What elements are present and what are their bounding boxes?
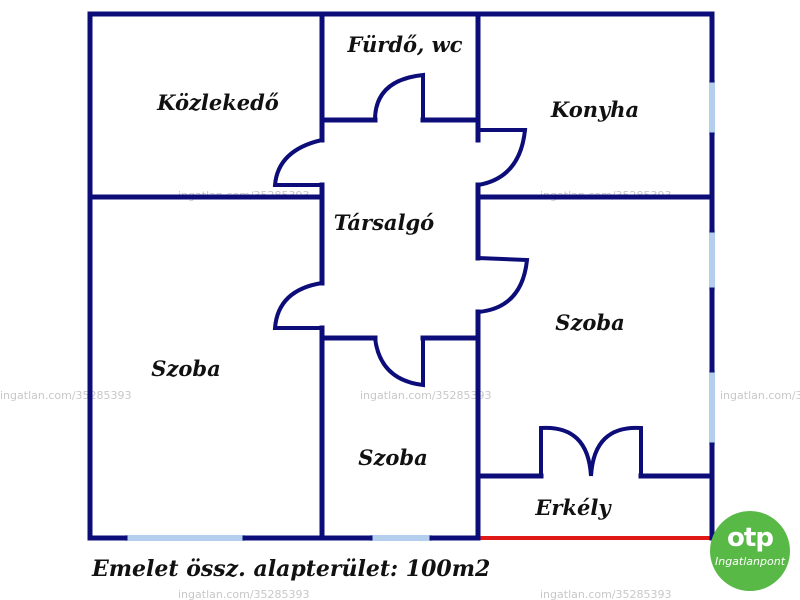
floor-area-caption: Emelet össz. alapterület: 100m2: [92, 556, 491, 582]
door-furdo: [373, 72, 425, 121]
doors: [272, 72, 643, 477]
door-erkely-left: [539, 425, 593, 477]
door-kozlekedo: [272, 138, 323, 187]
label-szoba-right: Szoba: [555, 310, 624, 335]
door-erkely-right: [589, 425, 643, 477]
logo-subtitle: Ingatlanpont: [714, 555, 786, 568]
label-konyha: Konyha: [550, 97, 639, 122]
watermark-3: ingatlan.com/35285393: [0, 389, 132, 402]
label-szoba-middle: Szoba: [358, 445, 427, 470]
door-szoba-middle: [373, 337, 425, 388]
label-kozlekedo: Közlekedő: [156, 90, 279, 115]
label-furdo: Fürdő, wc: [346, 32, 462, 57]
watermark-6: ingatlan.com/35285393: [178, 588, 310, 600]
door-konyha: [477, 128, 528, 187]
windows: [125, 80, 715, 541]
watermark-7: ingatlan.com/35285393: [540, 588, 672, 600]
logo-brand: otp: [727, 523, 774, 553]
label-erkely: Erkély: [534, 495, 612, 520]
watermark-5: ingatlan.com/35285393: [720, 389, 800, 402]
room-labels: Közlekedő Fürdő, wc Konyha Társalgó Szob…: [151, 32, 639, 520]
door-szoba-right: [477, 256, 530, 314]
door-szoba-left: [272, 281, 323, 330]
label-tarsalgo: Társalgó: [334, 210, 434, 235]
walls: [87, 11, 715, 541]
watermark-4: ingatlan.com/35285393: [360, 389, 492, 402]
otp-logo: otp Ingatlanpont: [710, 511, 790, 591]
label-szoba-left: Szoba: [151, 356, 220, 381]
